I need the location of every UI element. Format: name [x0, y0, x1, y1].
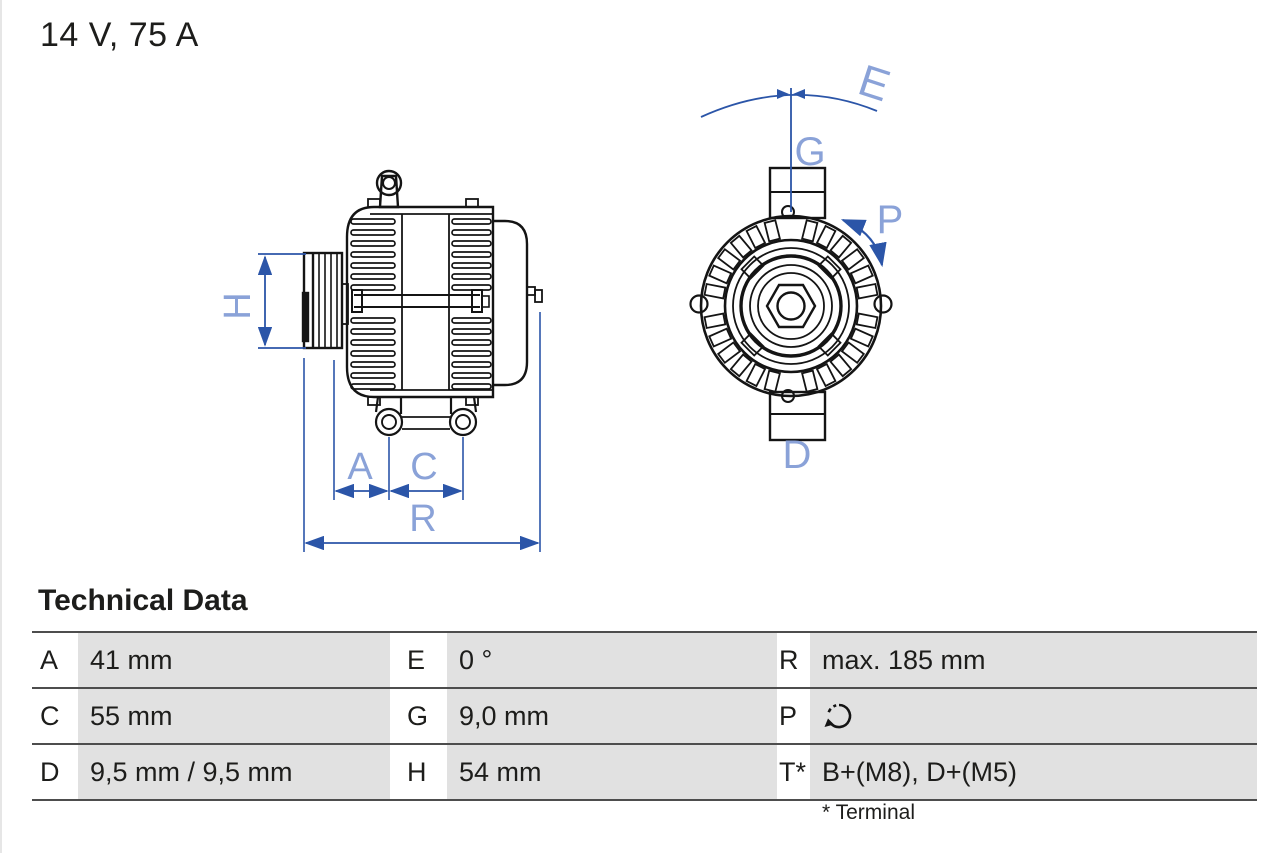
pulley: [301, 251, 349, 350]
vent-slots: [703, 219, 879, 393]
spec-value: B+(M8), D+(M5): [810, 745, 1257, 799]
spec-value: 9,5 mm / 9,5 mm: [78, 745, 390, 799]
dimension-label-p: P: [877, 198, 904, 242]
front-top-lug: [768, 166, 827, 220]
terminal-footnote: * Terminal: [822, 801, 915, 824]
spec-key: H: [390, 745, 447, 799]
table-row: A 41 mm E 0 ° R max. 185 mm: [32, 633, 1257, 689]
spec-key: T*: [777, 745, 810, 799]
bottom-mounting-bracket: [374, 396, 478, 437]
dimension-label-g: G: [794, 130, 825, 174]
rotation-direction-icon: [824, 703, 852, 729]
spec-value: 0 °: [447, 633, 777, 687]
alternator-side-view: H A C R: [217, 169, 543, 552]
dimension-H: H: [217, 253, 306, 349]
front-bottom-lug: [768, 389, 827, 442]
technical-data-heading: Technical Data: [38, 584, 248, 617]
spec-key: D: [32, 745, 78, 799]
through-bolt: [351, 289, 490, 313]
spec-key: E: [390, 633, 447, 687]
spec-value: 9,0 mm: [447, 689, 777, 743]
dimension-ACR: A C R: [303, 312, 541, 552]
alternator-diagram: H A C R: [217, 56, 904, 552]
front-housing: [689, 214, 893, 398]
cooling-fins: [350, 218, 492, 390]
shaft-nut: [765, 283, 817, 329]
angle-E-indicator: E G: [700, 56, 896, 212]
dimension-label-e: E: [853, 56, 896, 112]
dimension-label-c: C: [410, 446, 437, 488]
spec-value: 55 mm: [78, 689, 390, 743]
dimension-label-a: A: [347, 446, 373, 488]
spec-value-rotation: [810, 689, 1257, 743]
technical-data-table: A 41 mm E 0 ° R max. 185 mm C 55 mm G 9,…: [32, 631, 1257, 801]
spec-key: R: [777, 633, 810, 687]
spec-value: 41 mm: [78, 633, 390, 687]
spec-key: P: [777, 689, 810, 743]
spec-key: C: [32, 689, 78, 743]
top-mounting-lug: [375, 169, 403, 209]
spec-key: G: [390, 689, 447, 743]
dimension-label-h: H: [217, 292, 259, 319]
table-row: D 9,5 mm / 9,5 mm H 54 mm T* B+(M8), D+(…: [32, 745, 1257, 801]
spec-key: A: [32, 633, 78, 687]
rear-cover: [493, 219, 543, 387]
housing-body: [345, 198, 495, 406]
table-row: C 55 mm G 9,0 mm P: [32, 689, 1257, 745]
dimension-label-r: R: [409, 498, 436, 540]
spec-value: max. 185 mm: [810, 633, 1257, 687]
spec-value: 54 mm: [447, 745, 777, 799]
page-title: 14 V, 75 A: [40, 16, 199, 54]
alternator-front-view: E G P D: [689, 56, 904, 477]
rotation-direction-P: P: [840, 198, 904, 268]
dimension-label-d: D: [783, 433, 812, 477]
